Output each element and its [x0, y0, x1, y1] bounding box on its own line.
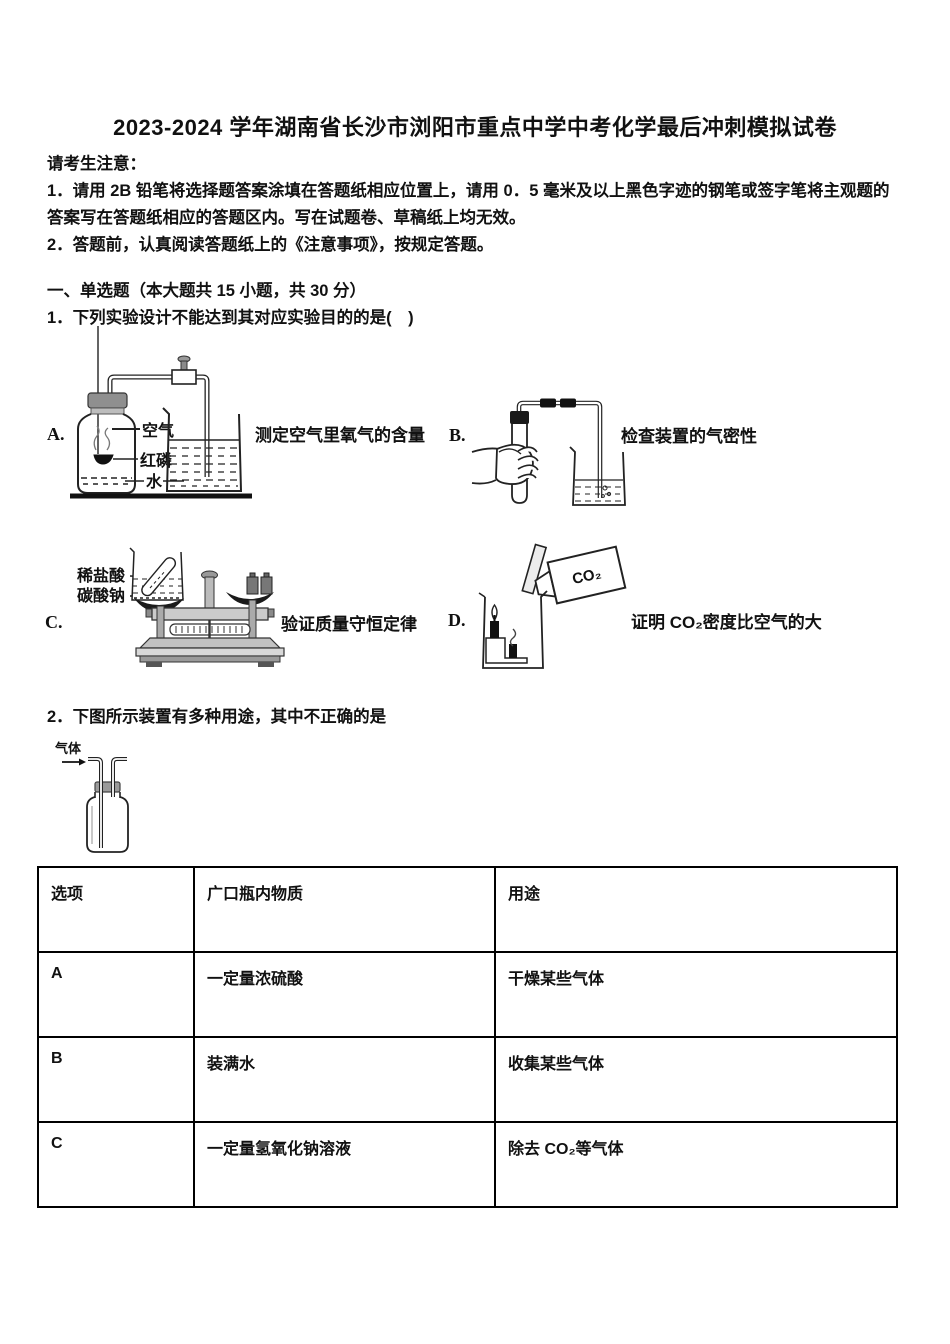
label-air: 空气: [142, 421, 174, 440]
label-red-phosphorus: 红磷: [140, 451, 173, 470]
ruler-ticks: [175, 626, 243, 633]
rubber-connector: [560, 398, 576, 408]
label-gas: 气体: [55, 741, 82, 756]
option-b-label: B.: [449, 425, 466, 445]
short-candle: [509, 644, 517, 658]
row-b-substance: 装满水: [193, 1036, 496, 1123]
notice-line-2: 答案写在答题纸相应的答题区内。写在试题卷、草稿纸上均无效。: [47, 209, 526, 227]
test-tube-stopper: [510, 411, 529, 424]
diagram-c-balance: 稀盐酸 碳酸钠: [77, 547, 285, 667]
section-1-heading: 一、单选题（本大题共 15 小题，共 30 分）: [47, 282, 367, 300]
step-stand: [485, 637, 528, 664]
smoke: [509, 628, 517, 647]
diagram-b-airtightness: [471, 398, 626, 506]
glass-plate: [521, 543, 548, 595]
bottle-body: [86, 796, 129, 853]
foot: [258, 662, 274, 667]
rubber-connector: [540, 398, 556, 408]
bubbles: [602, 485, 608, 491]
table-header-row: 选项 广口瓶内物质 用途: [37, 866, 898, 953]
diagram-d-co2-pour: CO₂: [478, 543, 627, 669]
base: [138, 637, 282, 649]
label-sodium-carbonate: 碳酸钠: [77, 586, 125, 605]
hand: [471, 447, 500, 453]
combustion-spoon: [93, 454, 114, 465]
notice-line-1: 1．请用 2B 铅笔将选择题答案涂填在答题纸相应位置上，请用 0．5 毫米及以上…: [47, 182, 890, 200]
option-d-label: D.: [448, 610, 466, 630]
option-c-caption: 验证质量守恒定律: [281, 615, 417, 634]
beaker: [569, 446, 626, 506]
smoke: [93, 425, 100, 451]
thumb: [498, 448, 522, 455]
bottle-stopper: [87, 392, 128, 409]
option-a-label: A.: [47, 424, 65, 444]
option-d-caption: 证明 CO₂密度比空气的大: [631, 613, 822, 632]
wide-mouth-bottle: [77, 413, 136, 494]
candidate-notice: 请考生注意： 1．请用 2B 铅笔将选择题答案涂填在答题纸相应位置上，请用 0．…: [47, 151, 897, 259]
tall-candle: [490, 621, 499, 638]
notice-line-3: 2．答题前，认真阅读答题纸上的《注意事项》，按规定答题。: [47, 236, 494, 254]
header-substance: 广口瓶内物质: [193, 866, 496, 953]
valve-body: [171, 369, 197, 385]
page-title: 2023-2024 学年湖南省长沙市浏阳市重点中学中考化学最后冲刺模拟试卷: [113, 115, 837, 140]
row-c-use: 除去 CO₂等气体: [494, 1121, 898, 1208]
diagram-gas-washing-bottle: 气体: [55, 741, 129, 853]
beaker: [482, 590, 548, 669]
notice-heading: 请考生注意：: [47, 155, 146, 173]
table-row-a: A 一定量浓硫酸 干燥某些气体: [37, 951, 898, 1038]
right-pan: [226, 592, 274, 605]
header-use: 用途: [494, 866, 898, 953]
diagram-a-oxygen-measurement: 空气 红磷 水: [70, 326, 252, 499]
label-co2: CO₂: [571, 565, 603, 588]
row-a-option: A: [37, 951, 195, 1038]
tilted-test-tube: [141, 557, 177, 597]
q2-uses-table: 选项 广口瓶内物质 用途 A 一定量浓硫酸 干燥某些气体 B 装满水 收集某些气…: [37, 866, 898, 1208]
row-b-use: 收集某些气体: [494, 1036, 898, 1123]
co2-bottle: CO₂: [534, 545, 627, 605]
header-option: 选项: [37, 866, 195, 953]
question-1-text: 1．下列实验设计不能达到其对应实验目的的是( ): [47, 309, 414, 327]
beaker: [162, 407, 243, 492]
table-row-b: B 装满水 收集某些气体: [37, 1036, 898, 1123]
question-2-text: 2．下图所示装置有多种用途，其中不正确的是: [47, 708, 387, 726]
row-a-use: 干燥某些气体: [494, 951, 898, 1038]
option-a-caption: 测定空气里氧气的含量: [255, 426, 425, 445]
row-c-option: C: [37, 1121, 195, 1208]
option-c-label: C.: [45, 612, 63, 632]
finger: [517, 446, 538, 453]
option-b-caption: 检查装置的气密性: [621, 427, 757, 446]
two-hole-stopper: [94, 781, 121, 793]
row-c-substance: 一定量氢氧化钠溶液: [193, 1121, 496, 1208]
label-water: 水: [146, 472, 163, 491]
label-dilute-hcl: 稀盐酸: [77, 566, 126, 585]
pillar: [204, 576, 215, 612]
row-b-option: B: [37, 1036, 195, 1123]
foot: [146, 662, 162, 667]
inlet-tube: [88, 757, 103, 848]
table-row-c: C 一定量氢氧化钠溶液 除去 CO₂等气体: [37, 1121, 898, 1208]
row-a-substance: 一定量浓硫酸: [193, 951, 496, 1038]
